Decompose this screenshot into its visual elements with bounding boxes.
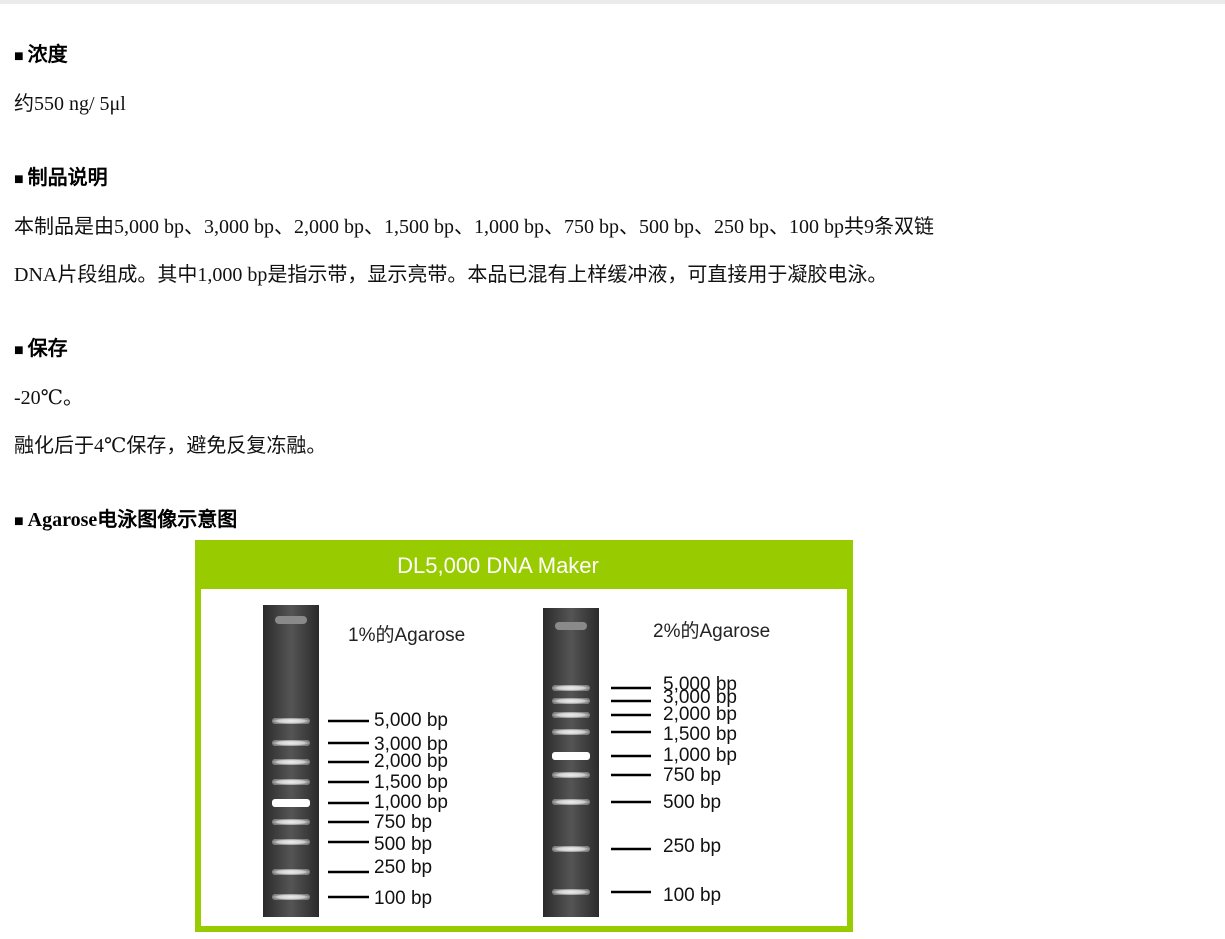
gel-band: [552, 772, 590, 778]
band-size-label: 100 bp: [663, 885, 721, 906]
band-size-label: 3,000 bp: [374, 734, 448, 755]
band-size-label: 2,000 bp: [374, 751, 448, 772]
gel-band: [272, 779, 310, 785]
band-size-label: 750 bp: [374, 812, 432, 833]
gel-band: [272, 718, 310, 724]
gel-band: [552, 729, 590, 735]
agarose-label: 2%的Agarose: [653, 620, 770, 642]
band-size-label: 2,000 bp: [663, 704, 737, 725]
description-line-2: DNA片段组成。其中1,000 bp是指示带，显示亮带。本品已混有上样缓冲液，可…: [14, 264, 888, 286]
square-bullet-icon: ■: [14, 342, 24, 359]
band-size-label: 1,500 bp: [663, 724, 737, 745]
gel-band: [552, 712, 590, 718]
agarose-label: 1%的Agarose: [348, 624, 465, 646]
gel-group-2: 2%的Agarose 5,000 bp3,000 bp2,000 bp1,500 …: [543, 608, 770, 917]
storage-heading: ■保存: [14, 332, 68, 361]
figure-heading-en: Agarose: [27, 509, 98, 531]
band-size-label: 1,000 bp: [663, 745, 737, 766]
gel-well: [555, 622, 587, 630]
band-size-label: 250 bp: [374, 857, 432, 878]
top-border: [0, 0, 1225, 4]
gel-band: [272, 819, 310, 825]
figure-heading: ■Agarose电泳图像示意图: [14, 503, 237, 532]
gel-band: [272, 869, 310, 875]
square-bullet-icon: ■: [14, 48, 24, 65]
gel-band: [272, 839, 310, 845]
storage-line-1: -20℃。: [14, 387, 84, 409]
gel-band: [552, 685, 590, 691]
square-bullet-icon: ■: [14, 513, 24, 530]
gel-band: [552, 889, 590, 895]
square-bullet-icon: ■: [14, 171, 24, 188]
gel-band: [272, 894, 310, 900]
band-size-label: 500 bp: [663, 792, 721, 813]
band-size-label: 5,000 bp: [663, 674, 737, 695]
gel-band: [552, 752, 590, 760]
band-size-label: 100 bp: [374, 888, 432, 909]
concentration-heading: ■浓度: [14, 38, 68, 67]
storage-title: 保存: [27, 338, 68, 360]
band-size-label: 750 bp: [663, 765, 721, 786]
band-size-label: 1,000 bp: [374, 792, 448, 813]
gel-band: [552, 846, 590, 852]
band-size-label: 250 bp: [663, 836, 721, 857]
band-size-label: 5,000 bp: [374, 710, 448, 731]
description-title: 制品说明: [27, 167, 108, 189]
gel-band: [272, 740, 310, 746]
gel-well: [275, 616, 307, 624]
storage-line-2: 融化后于4℃保存，避免反复冻融。: [14, 435, 327, 457]
gel-band: [552, 799, 590, 805]
band-size-label: 1,500 bp: [374, 772, 448, 793]
description-heading: ■制品说明: [14, 161, 108, 190]
figure-heading-zh: 电泳图像示意图: [97, 509, 238, 531]
gel-band: [272, 799, 310, 807]
description-line-1: 本制品是由5,000 bp、3,000 bp、2,000 bp、1,500 bp…: [14, 216, 934, 238]
concentration-title: 浓度: [27, 44, 68, 66]
gel-group-1: 1%的Agarose 5,000 bp 3,000 bp2,000 bp1,500 …: [263, 605, 465, 917]
band-size-label: 3,000 bp: [663, 687, 737, 708]
gel-lane: [543, 608, 599, 917]
gel-band: [272, 759, 310, 765]
band-size-label: 500 bp: [374, 834, 432, 855]
figure-title: DL5,000 DNA Maker: [397, 553, 599, 578]
gel-band: [552, 698, 590, 704]
concentration-text: 约550 ng/ 5μl: [14, 93, 126, 115]
